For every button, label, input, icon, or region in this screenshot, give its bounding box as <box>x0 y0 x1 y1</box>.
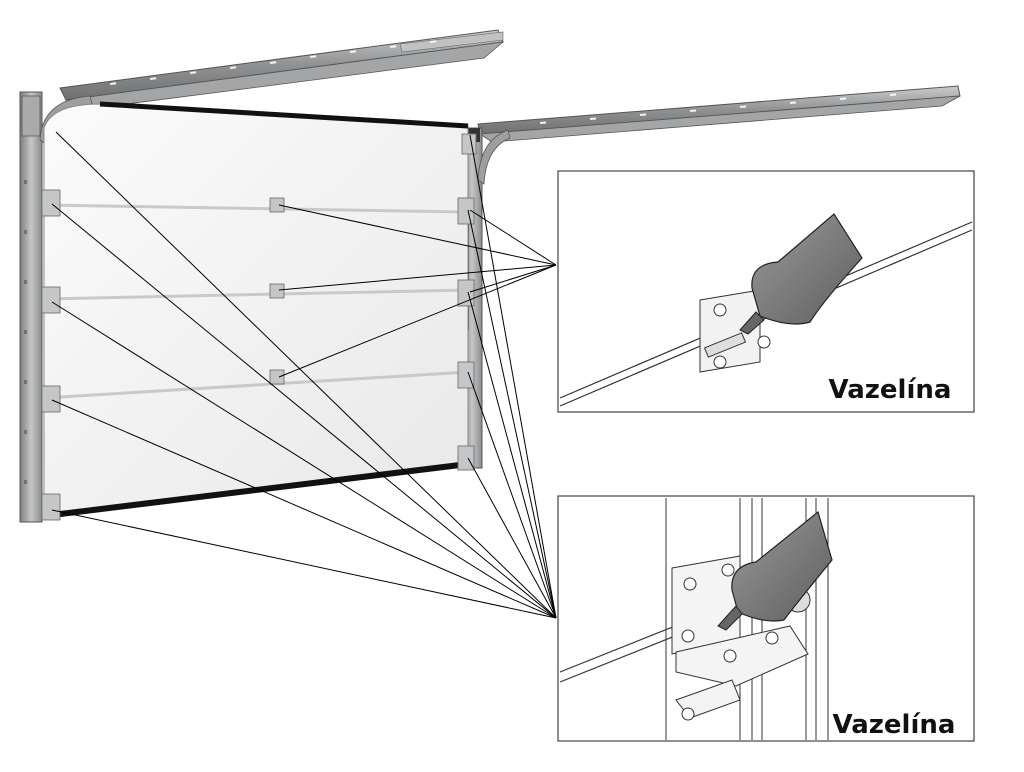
right-horizontal-rail <box>477 85 961 143</box>
detail-callout-top: Vazelína <box>557 170 975 413</box>
panel-joint <box>43 370 469 400</box>
callout-label-top: Vazelína <box>829 375 952 405</box>
roller-icon <box>703 332 747 358</box>
left-horizontal-rail <box>59 29 505 111</box>
hinge-icon <box>457 361 475 389</box>
hinge-icon <box>457 445 475 471</box>
hinge-icon <box>269 369 285 385</box>
detail-callout-bottom: Vazelína <box>557 495 975 742</box>
hinge-icon <box>41 189 61 217</box>
hinge-icon <box>41 286 61 314</box>
hinge-icon <box>41 493 61 521</box>
hinge-icon <box>269 197 285 213</box>
panel-hinges <box>41 133 477 521</box>
garage-door-assembly <box>19 29 961 523</box>
leader-lines <box>51 131 557 619</box>
door-panel <box>43 101 469 519</box>
vaseline-tube-icon <box>717 510 833 631</box>
hinge-icon <box>269 283 285 299</box>
callout-label-bottom: Vazelína <box>833 710 956 740</box>
panel-joint <box>43 203 469 214</box>
left-vertical-post <box>19 91 93 523</box>
hinge-icon <box>461 133 477 155</box>
hinge-icon <box>457 279 475 307</box>
bottom-seal <box>43 461 469 519</box>
hinge-icon <box>41 385 61 413</box>
panel-joint <box>43 288 469 301</box>
vaseline-tube-icon <box>739 213 863 335</box>
top-seal <box>99 101 469 129</box>
hinge-icon <box>671 555 809 721</box>
